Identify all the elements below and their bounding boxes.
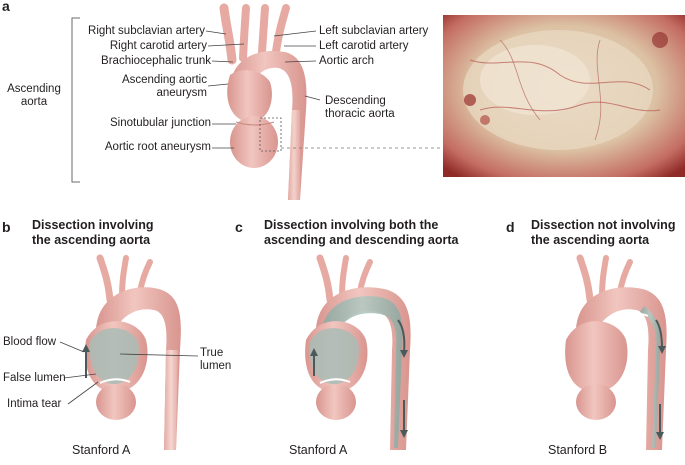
descending-aorta-label-line1: Descending	[325, 95, 386, 107]
panel-b-title: Dissection involving the ascending aorta	[32, 218, 154, 248]
panel-a-letter: a	[2, 0, 10, 14]
sinotubular-label: Sinotubular junction	[109, 117, 211, 129]
right-subclavian-label: Right subclavian artery	[88, 25, 205, 37]
ascending-aneurysm-label-line2: aneurysm	[156, 87, 208, 99]
panel-b-stanford-label: Stanford A	[72, 443, 131, 457]
leader-lines-a	[205, 30, 321, 149]
panel-d-title-line2: the ascending aorta	[531, 233, 650, 247]
surgical-photo	[443, 15, 685, 177]
panel-b-title-line1: Dissection involving	[32, 218, 154, 232]
false-lumen-label: False lumen	[3, 372, 66, 384]
aortic-arch-label: Aortic arch	[319, 55, 374, 67]
panel-d-title: Dissection not involving the ascending a…	[531, 218, 675, 248]
aorta-illustration-d	[565, 254, 667, 450]
right-carotid-label: Right carotid artery	[109, 40, 207, 52]
panel-d-title-line1: Dissection not involving	[531, 218, 676, 232]
aorta-illustration-a	[219, 3, 443, 201]
panel-c-letter: c	[235, 219, 243, 235]
descending-aorta-label: Descending thoracic aorta	[325, 95, 395, 121]
ascending-aneurysm-label: Ascending aortic aneurysm	[122, 74, 207, 100]
blood-flow-label: Blood flow	[3, 336, 57, 348]
aorta-illustration-c	[305, 254, 411, 450]
ascending-aorta-label-line1: Ascending	[7, 83, 61, 95]
panel-c-title: Dissection involving both the ascending …	[264, 218, 459, 248]
panel-c-stanford-label: Stanford A	[289, 443, 348, 457]
panel-b-letter: b	[2, 219, 11, 235]
root-aneurysm-label: Aortic root aneurysm	[104, 141, 211, 153]
brachiocephalic-label: Brachiocephalic trunk	[101, 55, 211, 67]
left-subclavian-label: Left subclavian artery	[319, 25, 429, 37]
ascending-aneurysm-label-line1: Ascending aortic	[121, 74, 207, 86]
descending-aorta-label-line2: thoracic aorta	[325, 108, 395, 120]
panel-b-title-line2: the ascending aorta	[32, 233, 151, 247]
panel-d-letter: d	[506, 219, 515, 235]
panel-c-title-line2: ascending and descending aorta	[264, 233, 459, 247]
panel-d-stanford-label: Stanford B	[548, 443, 608, 457]
aorta-illustration-b	[82, 254, 181, 450]
left-carotid-label: Left carotid artery	[319, 40, 409, 52]
true-lumen-label-line2: lumen	[200, 360, 232, 372]
panel-c-title-line1: Dissection involving both the	[264, 218, 439, 232]
ascending-aorta-bracket	[71, 17, 80, 183]
leader-lines-b	[59, 341, 199, 405]
intima-tear-label: Intima tear	[7, 398, 62, 410]
ascending-aorta-label: Ascending aorta	[3, 83, 65, 109]
true-lumen-label: True lumen	[200, 347, 231, 373]
true-lumen-label-line1: True	[200, 347, 224, 359]
ascending-aorta-label-line2: aorta	[20, 96, 48, 108]
